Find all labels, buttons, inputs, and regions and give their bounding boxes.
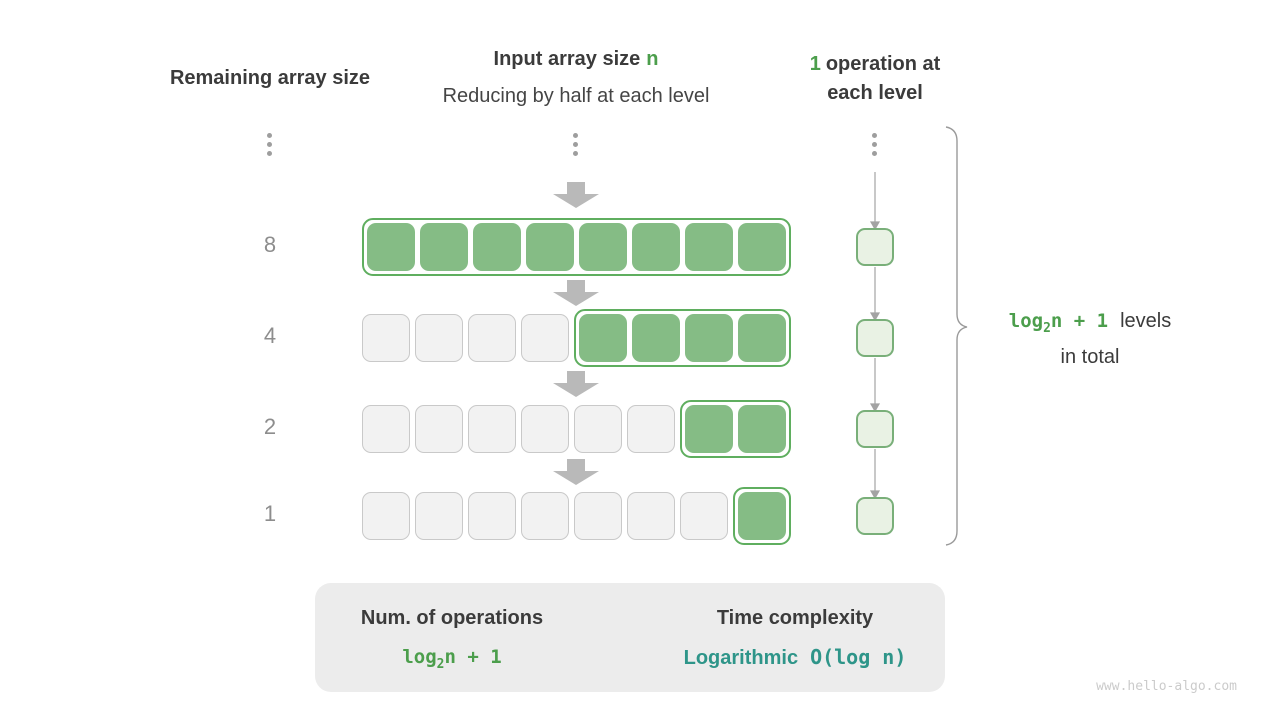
array-cell-empty xyxy=(362,492,410,540)
array-cell-active xyxy=(579,223,627,271)
array-cell-empty xyxy=(468,405,516,453)
array-cell-active xyxy=(738,223,786,271)
header-remaining-size: Remaining array size xyxy=(169,67,371,89)
header-one-accent: 1 xyxy=(809,53,821,75)
array-row xyxy=(362,218,791,276)
active-subarray-outline xyxy=(733,487,791,545)
levels-total-line1: log2n + 1 levels xyxy=(985,307,1195,343)
dot xyxy=(872,133,877,138)
active-subarray-outline xyxy=(362,218,791,276)
array-cell-active xyxy=(526,223,574,271)
operation-box xyxy=(856,497,894,535)
row-size-label: 2 xyxy=(263,414,277,439)
row-size-label: 4 xyxy=(263,323,277,348)
active-subarray-outline xyxy=(680,400,791,458)
array-cell-empty xyxy=(468,314,516,362)
header-n-accent: n xyxy=(646,48,659,70)
header-reducing-subtitle: Reducing by half at each level xyxy=(442,85,710,107)
header-operations-line2: each level xyxy=(827,82,923,104)
array-cell-empty xyxy=(415,492,463,540)
array-cell-active xyxy=(738,314,786,362)
header-operations-text: operation at xyxy=(825,53,941,75)
array-row xyxy=(362,400,791,458)
array-cell-active xyxy=(738,405,786,453)
array-cell-empty xyxy=(362,314,410,362)
array-cell-empty xyxy=(468,492,516,540)
header-input-size-text: Input array size xyxy=(493,48,641,70)
array-cell-active xyxy=(420,223,468,271)
array-cell-empty xyxy=(362,405,410,453)
array-cell-empty xyxy=(415,314,463,362)
array-cell-empty xyxy=(627,492,675,540)
array-cell-active xyxy=(685,223,733,271)
levels-total-label: log2n + 1 levels in total xyxy=(985,307,1195,371)
ellipsis-middle xyxy=(573,133,578,156)
ellipsis-left xyxy=(267,133,272,156)
array-cell-active xyxy=(685,405,733,453)
dot xyxy=(267,151,272,156)
summary-complexity-title: Time complexity xyxy=(716,607,874,629)
array-cell-empty xyxy=(415,405,463,453)
summary-ops-value: log2n + 1 xyxy=(402,646,502,672)
complexity-word: Logarithmic xyxy=(683,647,799,669)
array-cell-active xyxy=(738,492,786,540)
array-row xyxy=(362,487,791,545)
dot xyxy=(573,142,578,147)
dot xyxy=(267,142,272,147)
row-size-label: 1 xyxy=(263,501,277,526)
array-cell-empty xyxy=(521,405,569,453)
active-subarray-outline xyxy=(574,309,791,367)
array-cell-empty xyxy=(627,405,675,453)
array-cell-active xyxy=(685,314,733,362)
array-cell-empty xyxy=(574,405,622,453)
dot xyxy=(872,142,877,147)
summary-ops-title: Num. of operations xyxy=(360,607,544,629)
array-cell-active xyxy=(367,223,415,271)
summary-box: Num. of operations log2n + 1 Time comple… xyxy=(315,583,945,692)
array-cell-empty xyxy=(521,492,569,540)
log-formula: log2n + 1 xyxy=(1008,310,1109,336)
summary-complexity-value: Logarithmic O(log n) xyxy=(645,645,945,670)
array-cell-active xyxy=(632,223,680,271)
operation-box xyxy=(856,228,894,266)
levels-total-line2: in total xyxy=(1060,345,1120,368)
dot xyxy=(872,151,877,156)
big-o-notation: O(log n) xyxy=(810,645,907,669)
array-cell-active xyxy=(579,314,627,362)
array-cell-empty xyxy=(574,492,622,540)
row-size-label: 8 xyxy=(263,232,277,257)
dot xyxy=(573,133,578,138)
array-cell-empty xyxy=(680,492,728,540)
array-cell-active xyxy=(473,223,521,271)
operation-box xyxy=(856,410,894,448)
dot xyxy=(573,151,578,156)
dot xyxy=(267,133,272,138)
watermark: www.hello-algo.com xyxy=(1096,679,1237,694)
array-cell-empty xyxy=(521,314,569,362)
ellipsis-ops xyxy=(872,133,877,156)
array-row xyxy=(362,309,791,367)
operation-box xyxy=(856,319,894,357)
array-cell-active xyxy=(632,314,680,362)
levels-word: levels xyxy=(1120,310,1172,332)
